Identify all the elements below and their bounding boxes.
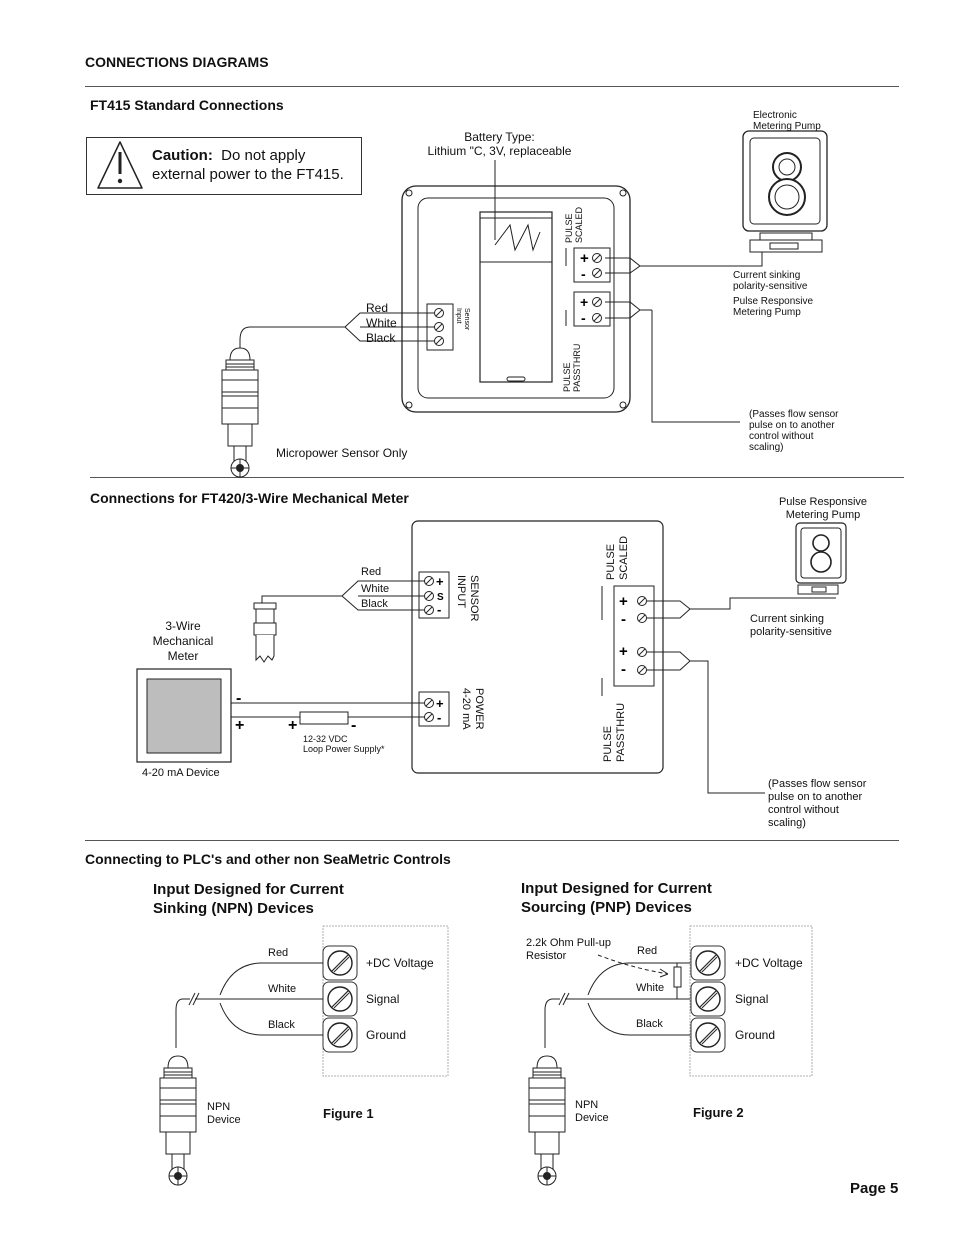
divider	[85, 86, 899, 87]
pnp-title: Input Designed for Current Sourcing (PNP…	[521, 880, 712, 916]
current-sinking-label: Current sinking polarity-sensitive	[733, 270, 808, 292]
page-number: Page 5	[850, 1180, 899, 1197]
svg-text:+: +	[436, 696, 444, 711]
ft420-wire-white: White	[361, 583, 390, 595]
electronic-pump-label: Electronic Metering Pump	[753, 110, 821, 132]
svg-text:-: -	[581, 310, 586, 326]
wire-black-label: Black	[366, 331, 396, 345]
npn-terminal-ground: Ground	[366, 1028, 407, 1042]
svg-text:S: S	[437, 592, 444, 603]
pulse-pump-label: Pulse Responsive Metering Pump	[733, 296, 814, 318]
plc-title: Connecting to PLC's and other non SeaMet…	[85, 851, 451, 867]
svg-text:-: -	[581, 266, 586, 282]
pnp-wire-red: Red	[637, 945, 658, 957]
svg-text:+: +	[288, 717, 297, 734]
ft420-title: Connections for FT420/3-Wire Mechanical …	[90, 490, 409, 506]
ft420-pulse-passthru-label: PULSE PASSTHRU	[602, 702, 627, 762]
wire-red-label: Red	[366, 301, 389, 315]
svg-text:-: -	[621, 661, 626, 678]
pnp-wire-white: White	[636, 982, 665, 994]
ft420-passes-label: (Passes flow sensor pulse on to another …	[768, 778, 867, 829]
svg-text:+: +	[580, 294, 588, 310]
passes-label: (Passes flow sensor pulse on to another …	[749, 409, 839, 453]
ft420-wire-red: Red	[361, 566, 382, 578]
pnp-terminal-signal: Signal	[735, 992, 769, 1006]
svg-text:-: -	[351, 717, 356, 734]
ft420-pump-label: Pulse Responsive Metering Pump	[778, 496, 868, 521]
ft420-wire-black: Black	[361, 598, 388, 610]
sensor-input-label: Sensor Input	[455, 308, 470, 331]
npn-device-label: NPN Device	[207, 1101, 241, 1126]
npn-title: Input Designed for Current Sinking (NPN)…	[153, 881, 344, 917]
svg-text:+: +	[235, 717, 244, 734]
svg-text:+: +	[619, 643, 628, 660]
npn-terminal-signal: Signal	[366, 992, 400, 1006]
svg-text:-: -	[437, 710, 441, 725]
wire-white-label: White	[366, 316, 397, 330]
figure1-label: Figure 1	[323, 1106, 374, 1121]
caution-text-1: Do not apply	[221, 147, 306, 164]
micropower-label: Micropower Sensor Only	[276, 446, 408, 460]
svg-text:-: -	[621, 611, 626, 628]
ft420-sensor-input-label: SENSOR INPUT	[455, 575, 480, 622]
npn-terminal-dc: +DC Voltage	[366, 956, 434, 970]
svg-text:-: -	[236, 690, 241, 707]
caution-label: Caution:	[152, 147, 213, 164]
resistor-label: 2.2k Ohm Pull-up Resistor	[526, 937, 611, 962]
loop-supply-label: 12-32 VDC Loop Power Supply*	[303, 734, 385, 754]
npn-wire-red: Red	[268, 947, 289, 959]
svg-text:+: +	[436, 574, 444, 589]
pnp-wire-black: Black	[636, 1018, 663, 1030]
plus-sign: +	[580, 250, 589, 267]
npn-wire-black: Black	[268, 1019, 295, 1031]
divider	[90, 477, 904, 478]
ft415-title: FT415 Standard Connections	[90, 97, 284, 113]
ft420-current-sinking-label: Current sinking polarity-sensitive	[750, 613, 832, 638]
pulse-scaled-label: PULSE SCALED	[564, 206, 584, 243]
pnp-device-label: NPN Device	[575, 1099, 609, 1124]
npn-wire-white: White	[268, 983, 297, 995]
figure2-label: Figure 2	[693, 1105, 744, 1120]
meter-label: 3-Wire Mechanical Meter	[152, 619, 214, 663]
power-label: POWER 4-20 mA	[460, 688, 485, 730]
device-label: 4-20 mA Device	[142, 767, 220, 779]
svg-text:+: +	[619, 593, 628, 610]
svg-text:-: -	[437, 602, 441, 617]
divider	[85, 840, 899, 841]
ft420-pulse-scaled-label: PULSE SCALED	[605, 535, 630, 580]
pnp-terminal-dc: +DC Voltage	[735, 956, 803, 970]
caution-box: Caution: Do not apply external power to …	[86, 137, 362, 195]
section-title: CONNECTIONS DIAGRAMS	[85, 54, 269, 70]
pulse-passthru-label: PULSE PASSTHRU	[562, 343, 582, 392]
caution-text-2: external power to the FT415.	[152, 166, 344, 183]
battery-label: Battery Type: Lithium "C, 3V, replaceabl…	[427, 130, 572, 158]
pnp-terminal-ground: Ground	[735, 1028, 776, 1042]
